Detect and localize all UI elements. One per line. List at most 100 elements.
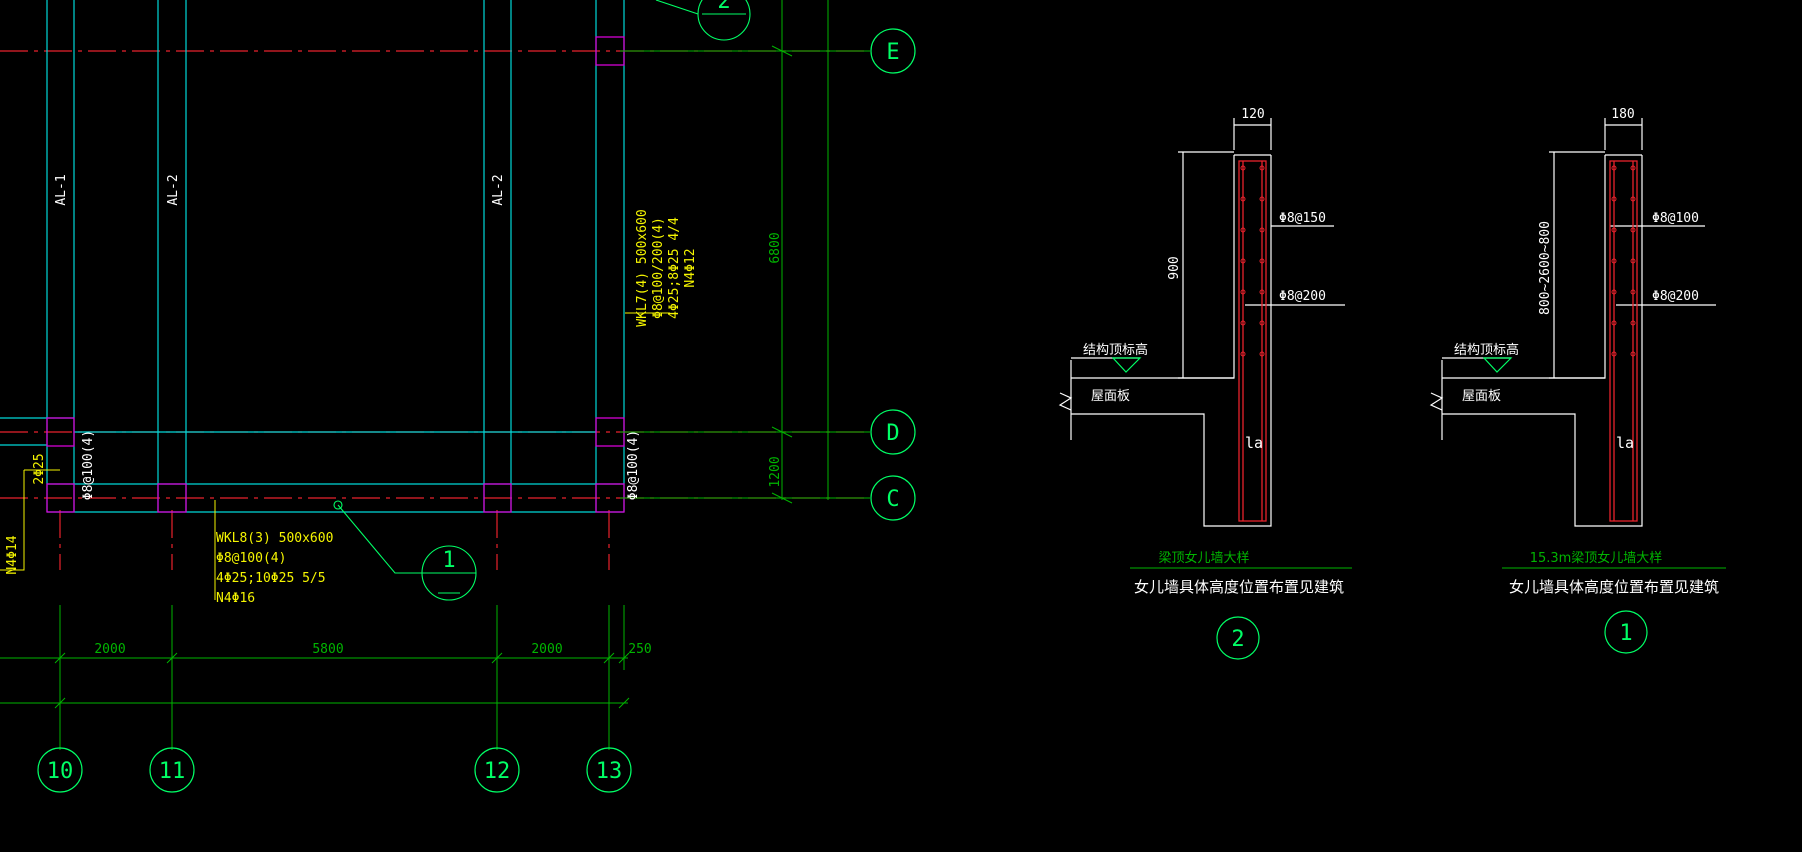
rebar-dot (1259, 289, 1265, 295)
dim-tick (771, 492, 793, 504)
dim-tick (618, 697, 630, 709)
axis-label-13: 13 (596, 759, 623, 784)
wkl8-line-2: Φ8@100(4) (216, 551, 286, 566)
beam-label-al2-b: AL-2 (491, 174, 506, 205)
detail-2-anchor-label: la (1245, 434, 1263, 452)
rebar-dot (1611, 227, 1617, 233)
detail-2-elevation-triangle (1111, 357, 1142, 373)
detail-2-height-label: 900 (1167, 256, 1182, 279)
detail-2-elevation-label: 结构顶标高 (1083, 342, 1148, 358)
stirrup-label-right: Φ8@100(4) (626, 430, 641, 500)
rebar-dot (1240, 196, 1246, 202)
detail-2-outline (1058, 118, 1345, 527)
detail-1-slab-label: 屋面板 (1462, 389, 1501, 404)
dim-tick (166, 652, 178, 664)
section-mark-2-number: 2 (717, 0, 730, 14)
section-mark-leader (655, 0, 699, 15)
yellow-annotation-texts: 2Φ25 N4Φ14 WKL7(4) 500x600 Φ8@100/200(4)… (5, 209, 698, 606)
annotation-leader-left (0, 470, 25, 571)
left-bars-label: 2Φ25 (32, 453, 47, 484)
detail-1-number-bubble[interactable] (1604, 610, 1648, 654)
axis-bubble-labels: E D C 10 11 12 13 (47, 40, 900, 784)
dim-5800: 5800 (312, 642, 343, 657)
axis-bubble-10[interactable] (37, 747, 83, 793)
axis-bubble-c[interactable] (870, 475, 916, 521)
rebar-dot (1630, 320, 1636, 326)
wkl7-line-4: N4Φ12 (683, 248, 698, 287)
rebar-dot (1259, 320, 1265, 326)
dim-1200: 1200 (768, 456, 783, 487)
axis-bubbles (37, 28, 916, 793)
wkl8-line-4: N4Φ16 (216, 591, 255, 606)
rebar-dot (1259, 258, 1265, 264)
left-waist-label: N4Φ14 (5, 535, 20, 574)
detail-1-wall-inner (1442, 155, 1643, 527)
axis-bubble-12[interactable] (474, 747, 520, 793)
rebar-dot (1259, 165, 1265, 171)
yellow-annotations (0, 312, 670, 600)
dimension-lines (0, 0, 870, 750)
rebar-dot (1240, 351, 1246, 357)
rebar-dot (1259, 227, 1265, 233)
section-marks (333, 0, 751, 601)
axis-bubble-e[interactable] (870, 28, 916, 74)
wkl7-line-3: 4Φ25;8Φ25 4/4 (667, 217, 682, 319)
detail-2-texts: 120 900 Φ8@150 Φ8@200 结构顶标高 屋面板 la 女儿墙具体… (1083, 107, 1344, 596)
detail-2-title: 梁顶女儿墙大样 (1158, 550, 1249, 566)
rebar-dot (1259, 196, 1265, 202)
detail-1-title: 15.3m梁顶女儿墙大样 (1530, 550, 1663, 566)
beam-labels: AL-1 AL-2 AL-2 (54, 174, 506, 205)
rebar-dot (1240, 320, 1246, 326)
dim-tick (491, 652, 503, 664)
wkl7-line-1: WKL7(4) 500x600 (635, 209, 650, 326)
detail-1-elevation-label: 结构顶标高 (1454, 342, 1519, 358)
column (46, 483, 75, 513)
parapet-detail-2[interactable]: 120 900 Φ8@150 Φ8@200 结构顶标高 屋面板 la 女儿墙具体… (1058, 107, 1352, 660)
detail-2-break-mark (1058, 392, 1073, 411)
parapet-detail-1[interactable]: 180 800~2600~800 Φ8@100 Φ8@200 结构顶标高 屋面板… (1429, 107, 1726, 654)
dim-tick (603, 652, 615, 664)
rebar-dot (1611, 289, 1617, 295)
column (46, 417, 75, 447)
detail-1-number: 1 (1619, 621, 1632, 646)
detail-2-rebar-top-label: Φ8@150 (1279, 211, 1326, 226)
rebar-dot (1630, 196, 1636, 202)
dim-tick (771, 45, 793, 57)
rebar-dot (1611, 351, 1617, 357)
dimension-texts: 6800 1200 2000 5800 2000 250 (94, 232, 783, 657)
detail-1-rebar (1609, 160, 1638, 522)
axis-bubble-11[interactable] (149, 747, 195, 793)
rebar-dot (1630, 351, 1636, 357)
dim-250: 250 (628, 642, 651, 657)
rebar-dot (1611, 320, 1617, 326)
detail-2-rebar-cage (1238, 160, 1267, 522)
detail-2-number-bubble[interactable] (1216, 616, 1260, 660)
dim-2000-b: 2000 (531, 642, 562, 657)
detail-1-break-mark (1429, 392, 1444, 411)
axis-bubble-d[interactable] (870, 409, 916, 455)
rebar-dot (1611, 196, 1617, 202)
rebar-dot (1240, 289, 1246, 295)
dim-6800: 6800 (768, 232, 783, 263)
wkl7-line-2: Φ8@100/200(4) (651, 217, 666, 319)
beam-label-al1: AL-1 (54, 174, 69, 205)
dim-tick (618, 652, 630, 664)
detail-1-rebar-cage (1609, 160, 1638, 522)
wkl8-line-1: WKL8(3) 500x600 (216, 531, 333, 546)
rebar-dot (1630, 165, 1636, 171)
rebar-dots (1240, 165, 1636, 357)
rebar-dot (1630, 289, 1636, 295)
axis-bubble-13[interactable] (586, 747, 632, 793)
rebar-dot (1630, 258, 1636, 264)
wkl8-line-3: 4Φ25;10Φ25 5/5 (216, 571, 326, 586)
stirrup-labels: Φ8@100(4) Φ8@100(4) (81, 430, 641, 500)
rebar-dot (1240, 165, 1246, 171)
detail-1-rebar-bottom-label: Φ8@200 (1652, 289, 1699, 304)
axis-label-12: 12 (484, 759, 511, 784)
detail-2-rebar (1238, 160, 1267, 522)
rebar-dot (1259, 351, 1265, 357)
section-mark-texts: 2 1 (442, 0, 730, 573)
